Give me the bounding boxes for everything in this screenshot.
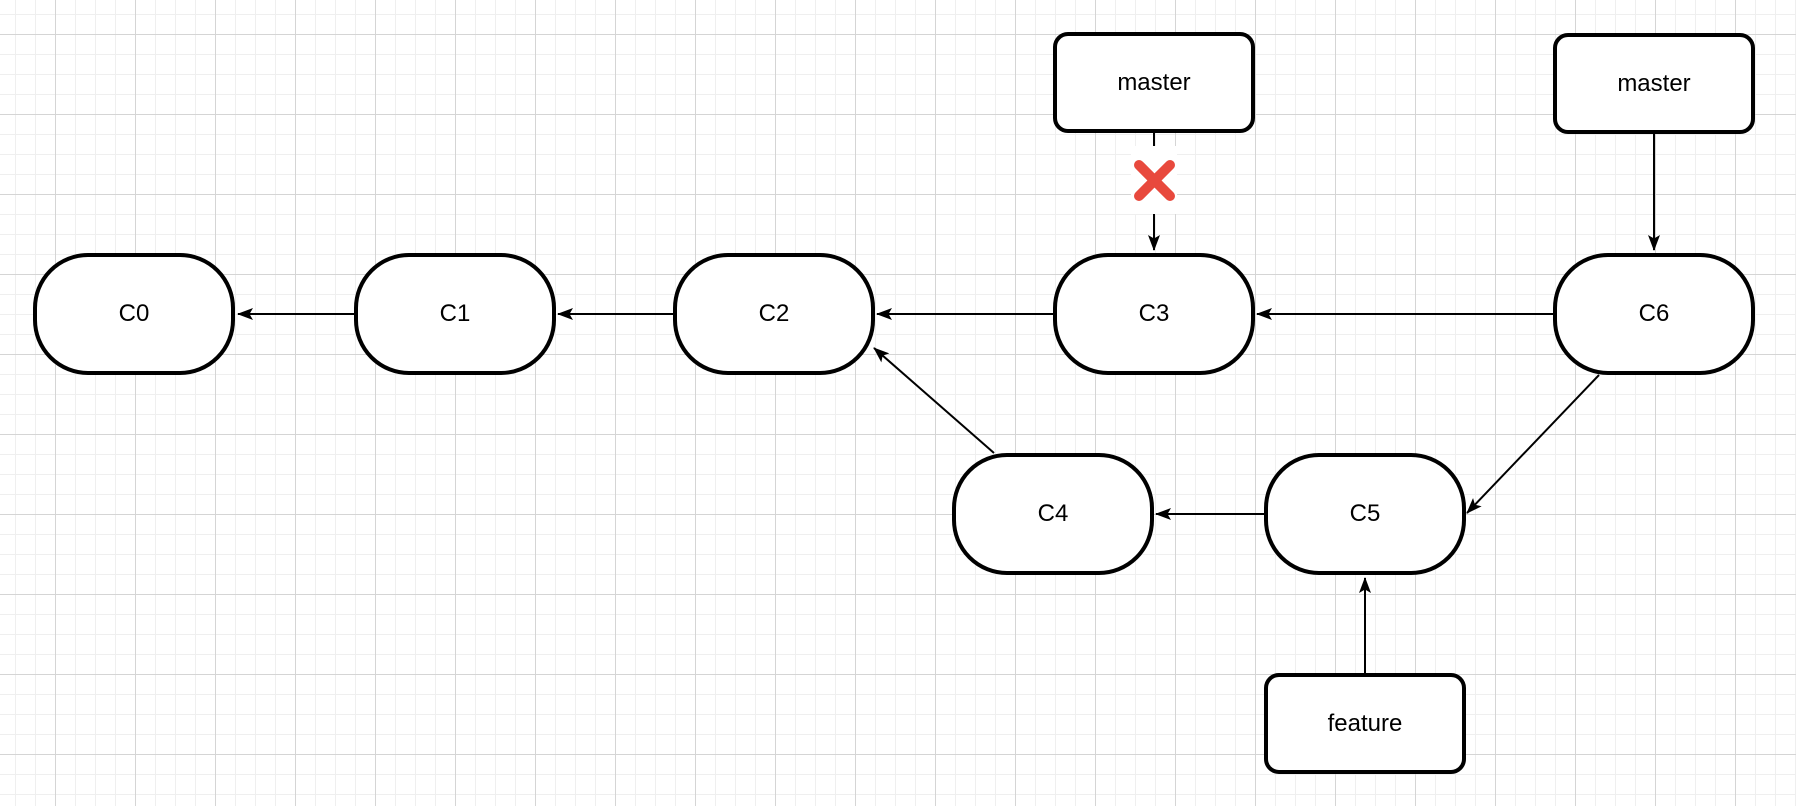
commit-node-c5: C5 bbox=[1264, 453, 1466, 575]
edge-c6-to-c5 bbox=[1466, 374, 1600, 514]
branch-label-text: master bbox=[1117, 68, 1191, 96]
commit-label-c5: C5 bbox=[1349, 500, 1381, 527]
branch-label-master-deleted: master bbox=[1053, 32, 1255, 133]
commit-label-c0: C0 bbox=[118, 300, 150, 327]
commit-label-c1: C1 bbox=[439, 300, 471, 327]
branch-label-master: master bbox=[1553, 33, 1755, 134]
branch-label-feature: feature bbox=[1264, 673, 1466, 774]
commit-label-c4: C4 bbox=[1037, 500, 1069, 527]
commit-label-c3: C3 bbox=[1138, 300, 1170, 327]
commit-node-c1: C1 bbox=[354, 253, 556, 375]
deleted-x-icon bbox=[1134, 160, 1175, 201]
commit-node-c3: C3 bbox=[1053, 253, 1255, 375]
edge-c4-to-c2 bbox=[873, 347, 995, 454]
deleted-edge-marker bbox=[1131, 146, 1177, 214]
commit-node-c4: C4 bbox=[952, 453, 1154, 575]
commit-label-c2: C2 bbox=[758, 300, 790, 327]
branch-label-text: feature bbox=[1327, 709, 1403, 737]
branch-label-text: master bbox=[1617, 69, 1691, 97]
commit-node-c6: C6 bbox=[1553, 253, 1755, 375]
commit-label-c6: C6 bbox=[1638, 300, 1670, 327]
commit-node-c2: C2 bbox=[673, 253, 875, 375]
commit-node-c0: C0 bbox=[33, 253, 235, 375]
